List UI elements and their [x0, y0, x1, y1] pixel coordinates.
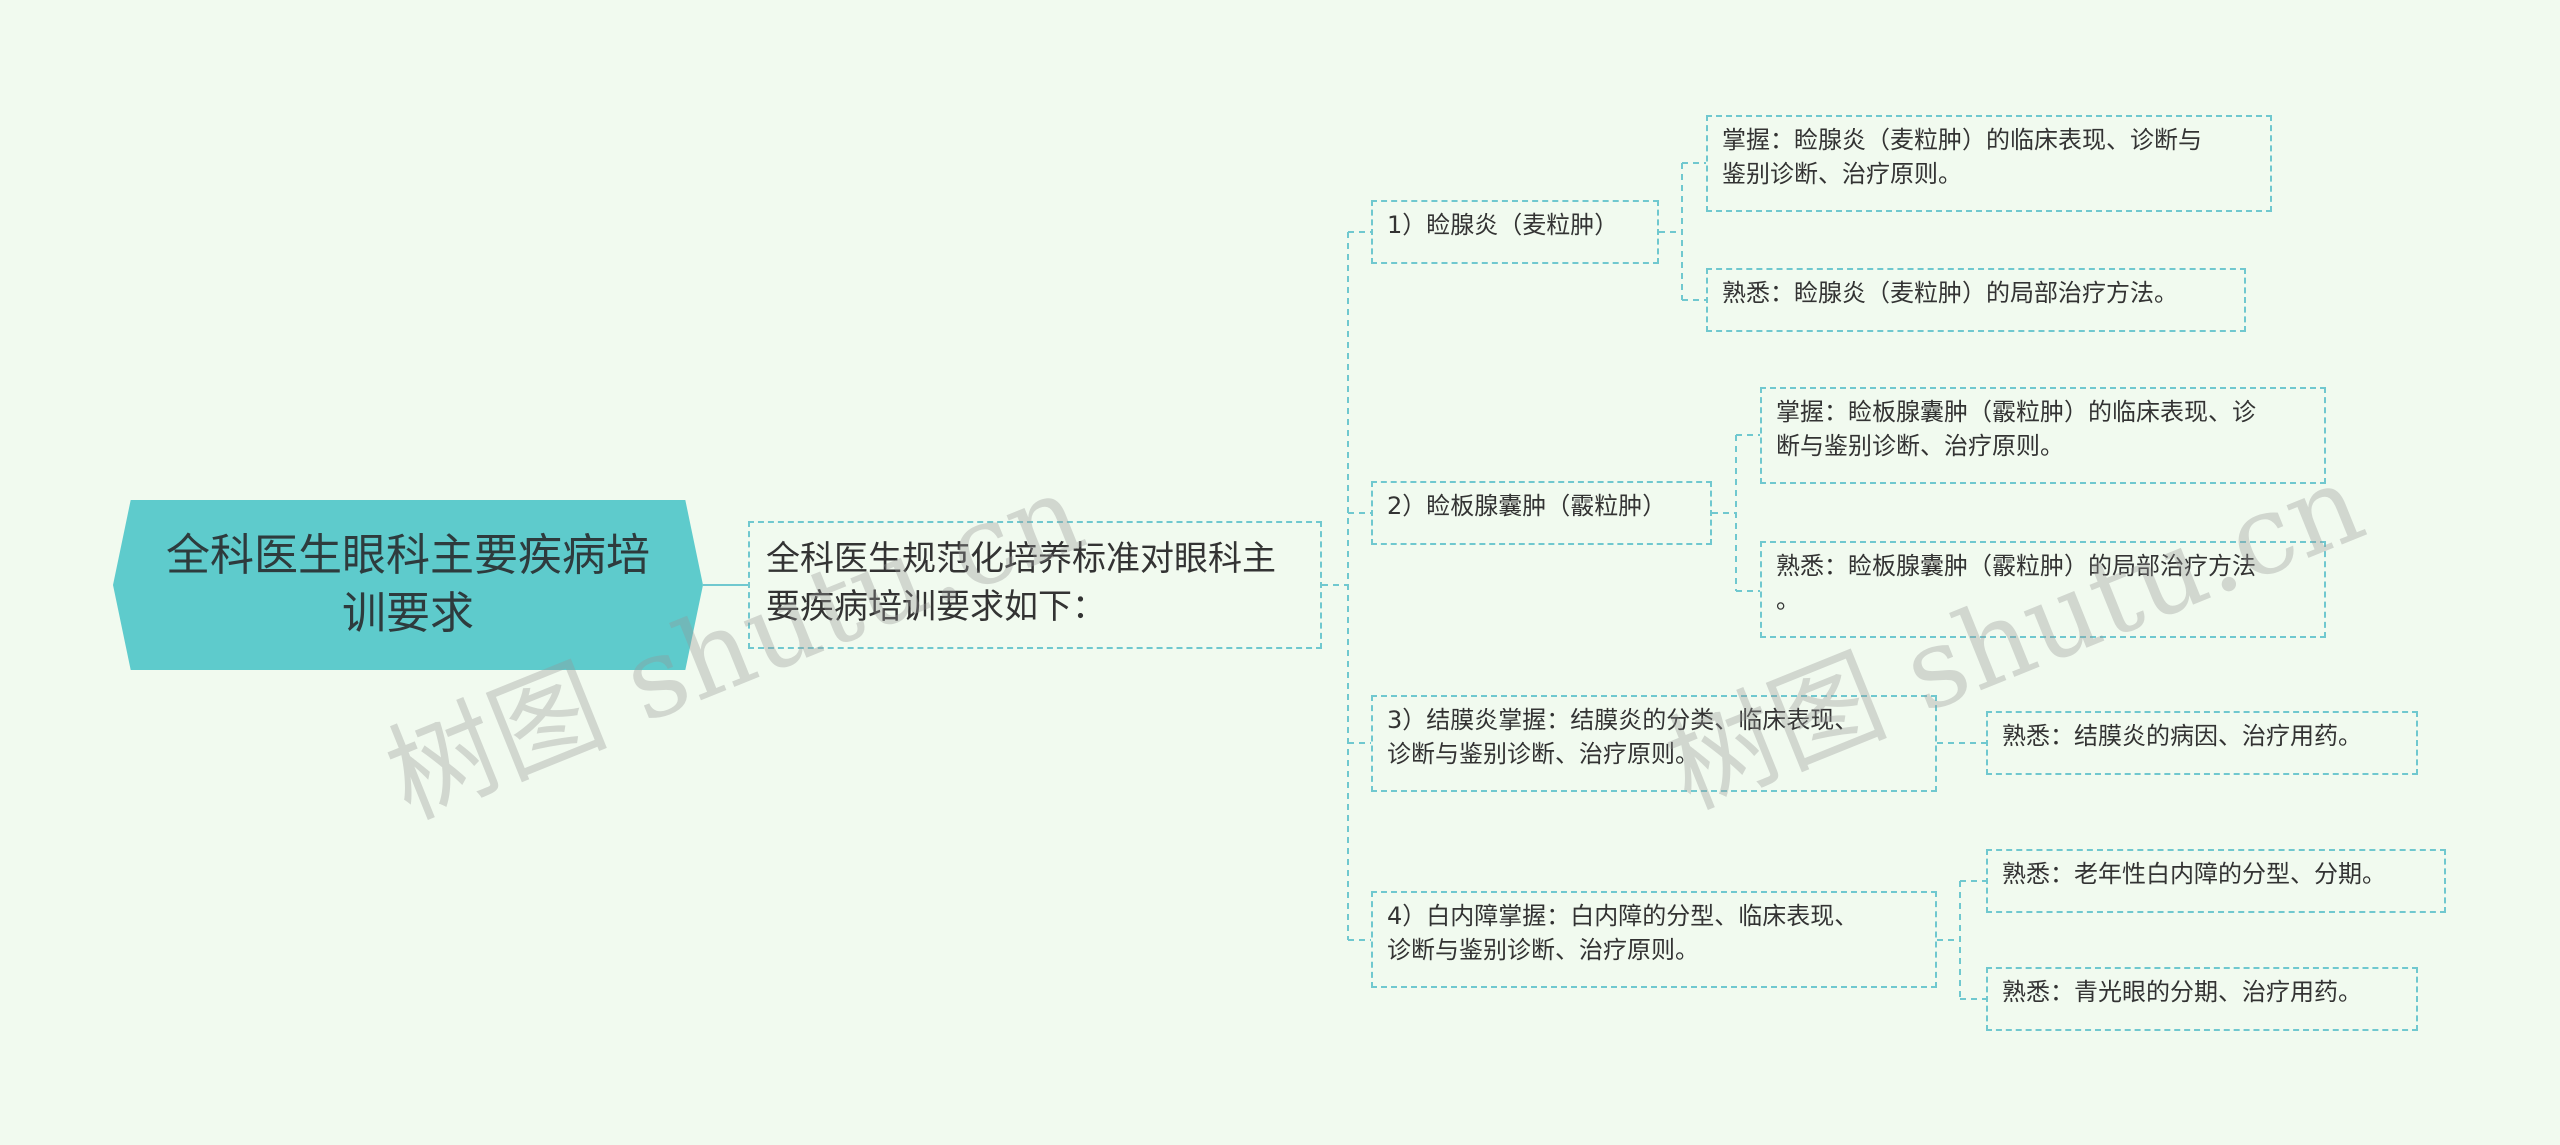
branch-topic-2[interactable]: 2）睑板腺囊肿（霰粒肿） [1371, 481, 1712, 545]
leaf-topic-4-1[interactable]: 熟悉：老年性白内障的分型、分期。 [1986, 849, 2446, 913]
connector-b4-trunk [1937, 881, 1961, 999]
connector-b1-trunk [1659, 163, 1683, 300]
leaf-topic-4-2[interactable]: 熟悉：青光眼的分期、治疗用药。 [1986, 967, 2418, 1031]
main-topic[interactable]: 全科医生规范化培养标准对眼科主 要疾病培训要求如下： [748, 521, 1322, 649]
leaf-topic-1-2[interactable]: 熟悉：睑腺炎（麦粒肿）的局部治疗方法。 [1706, 268, 2246, 332]
leaf-topic-3-1[interactable]: 熟悉：结膜炎的病因、治疗用药。 [1986, 711, 2418, 775]
root-topic[interactable]: 全科医生眼科主要疾病培 训要求 [113, 500, 703, 670]
leaf-topic-2-1[interactable]: 掌握：睑板腺囊肿（霰粒肿）的临床表现、诊 断与鉴别诊断、治疗原则。 [1760, 387, 2326, 484]
leaf-topic-2-2[interactable]: 熟悉：睑板腺囊肿（霰粒肿）的局部治疗方法 。 [1760, 541, 2326, 638]
connector-b2-trunk [1712, 435, 1737, 591]
leaf-topic-1-1[interactable]: 掌握：睑腺炎（麦粒肿）的临床表现、诊断与 鉴别诊断、治疗原则。 [1706, 115, 2272, 212]
branch-topic-4[interactable]: 4）白内障掌握：白内障的分型、临床表现、 诊断与鉴别诊断、治疗原则。 [1371, 891, 1937, 988]
branch-topic-1[interactable]: 1）睑腺炎（麦粒肿） [1371, 200, 1659, 264]
branch-topic-3[interactable]: 3）结膜炎掌握：结膜炎的分类、临床表现、 诊断与鉴别诊断、治疗原则。 [1371, 695, 1937, 792]
